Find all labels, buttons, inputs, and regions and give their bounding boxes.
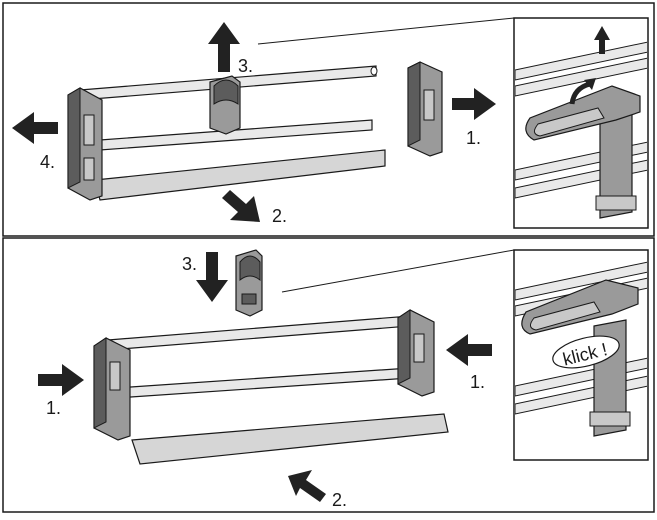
top-left-bracket: [67, 87, 103, 201]
top-right-bracket: [407, 61, 443, 157]
top-arrow-up: [208, 22, 240, 72]
bottom-arrow-up-left: [288, 470, 326, 502]
bottom-label-step2: 2.: [332, 490, 347, 510]
top-middle-clip: [209, 75, 241, 135]
top-arrow-down: [222, 190, 260, 222]
top-label-step4: 4.: [40, 152, 55, 172]
bottom-shelf-glass: [131, 413, 449, 465]
bottom-arrow-left-right-side: [446, 334, 492, 366]
top-detail-box: [513, 17, 649, 229]
bottom-arrow-right-left-side: [38, 364, 84, 396]
top-label-step1: 1.: [466, 128, 481, 148]
top-label-step2: 2.: [272, 206, 287, 226]
bottom-detail-box: klick !: [513, 249, 649, 461]
bottom-left-bracket: [93, 337, 131, 441]
top-label-step3: 3.: [238, 56, 253, 76]
bottom-panel: 3. 1. 1. 2.: [2, 237, 655, 513]
bottom-middle-clip: [235, 249, 263, 317]
bottom-arrow-down: [196, 252, 228, 302]
bottom-label-step3: 3.: [182, 254, 197, 274]
top-arrow-right: [452, 88, 496, 120]
bottom-label-step1-left: 1.: [46, 398, 61, 418]
klick-bubble: [552, 335, 620, 369]
bottom-label-step1-right: 1.: [470, 372, 485, 392]
bottom-right-bracket: [397, 309, 435, 397]
bottom-callout-line: [281, 249, 515, 293]
top-callout-line: [257, 17, 515, 45]
top-arrow-left: [12, 112, 58, 144]
top-panel: 3. 4. 1. 2.: [2, 2, 655, 237]
